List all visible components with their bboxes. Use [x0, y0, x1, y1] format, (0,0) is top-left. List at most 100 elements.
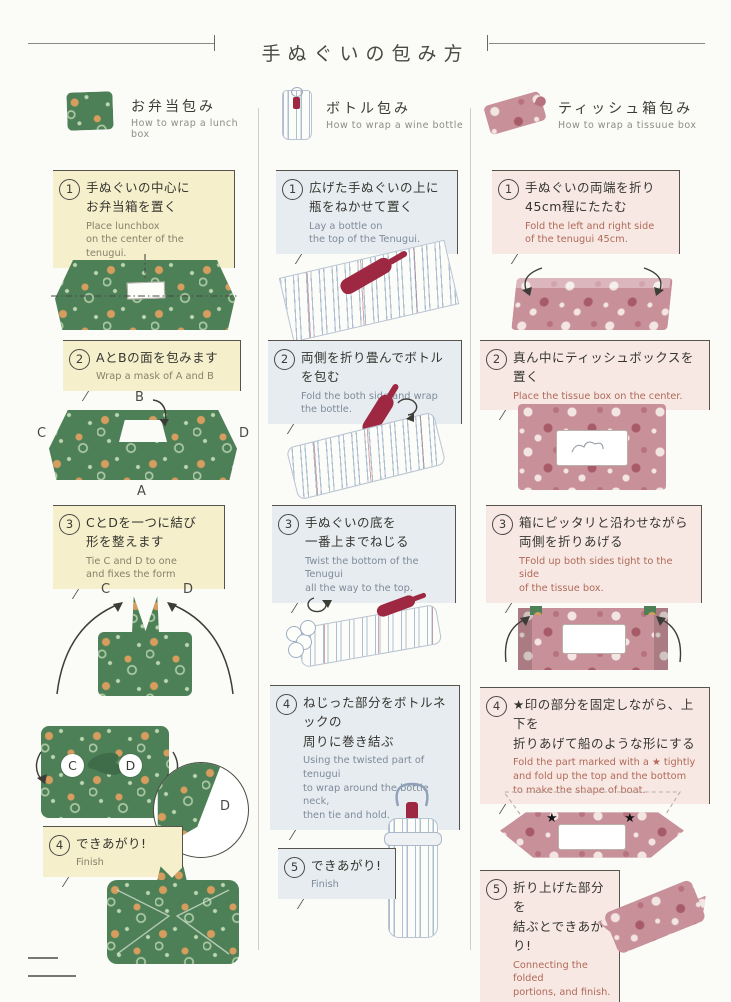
illustration-folded-cloth	[498, 260, 688, 338]
scan-mark	[28, 975, 76, 977]
tissue-box	[556, 430, 628, 466]
step-box: 4 ★印の部分を固定しながら、上下を 折りあげて船のような形にする Fold t…	[480, 687, 710, 805]
wrapped-box	[107, 880, 239, 964]
step-number: 4	[486, 696, 507, 717]
step-box: 3 手ぬぐいの底を 一番上までねじる Twist the bottom of t…	[272, 505, 456, 603]
step-text-en: Fold the left and right side of the tenu…	[525, 220, 655, 246]
curved-arrow-icon	[504, 616, 682, 663]
step-text-en: Using the twisted part of tenugui to wra…	[303, 755, 429, 821]
step-text-jp: 箱にピッタリと沿わせながら 両側を折りあげる	[519, 515, 689, 550]
illustration-finished-tissue-box	[606, 872, 710, 968]
tissue-box	[562, 624, 626, 654]
step-number: 2	[69, 349, 90, 370]
step-number: 5	[284, 857, 305, 878]
corner-accent	[644, 606, 656, 615]
step-box: 1 手ぬぐいの両端を折り 45cm程にたたむ Fold the left and…	[492, 170, 680, 255]
column-bottle: ボトル包み How to wrap a wine bottle 1 広げた手ぬぐ…	[268, 87, 464, 972]
step-number: 1	[59, 179, 80, 200]
tenugui-cloth	[278, 239, 460, 343]
step-text-jp: ねじった部分をボトルネックの 周りに巻き結ぶ	[303, 695, 447, 749]
step-number: 3	[492, 514, 513, 535]
fold-lines-icon	[116, 889, 230, 955]
step-number: 1	[282, 179, 303, 200]
title-tick-right	[487, 35, 488, 51]
step-text-en: Twist the bottom of the Tenugui all the …	[305, 555, 419, 595]
wrapped-box	[603, 878, 707, 955]
label-d: D	[119, 754, 142, 777]
unfolded-flap-outline-icon	[502, 791, 682, 815]
step-text-jp: できあがり!	[76, 836, 147, 851]
step-box: 4 ねじった部分をボトルネックの 周りに巻き結ぶ Using the twist…	[270, 685, 460, 830]
illustration-sides-folded	[500, 596, 685, 682]
step-number: 2	[274, 349, 295, 370]
handle-loop-icon	[395, 782, 429, 807]
label-d: D	[183, 582, 194, 597]
step-text-jp: 手ぬぐいの中心に お弁当箱を置く	[86, 180, 191, 215]
curved-arrow-icon	[152, 399, 169, 427]
bottle-icon	[282, 87, 312, 140]
label-b: B	[135, 390, 144, 405]
illustration-tissue-on-cloth	[510, 396, 675, 500]
scan-mark	[28, 957, 58, 959]
tenugui-cloth	[518, 404, 666, 490]
step-text-jp: 両側を折り畳んでボトルを包む	[301, 350, 444, 385]
column-title: お弁当包み	[131, 99, 216, 115]
step-box: 1 手ぬぐいの中心に お弁当箱を置く Place lunchbox on the…	[53, 170, 235, 268]
step-number: 4	[276, 694, 297, 715]
step-text-en: Finish	[311, 879, 339, 891]
step-number: 4	[49, 835, 70, 856]
step-text-jp: 折り上げた部分を 結ぶとできあがり!	[513, 880, 605, 954]
twist-arrow-icon	[397, 398, 418, 422]
step-text-jp: ★印の部分を固定しながら、上下を 折りあげて船のような形にする	[513, 697, 696, 751]
step-box: 2 両側を折り畳んでボトルを包む Fold the both side and …	[268, 340, 462, 425]
label-c: C	[61, 754, 84, 777]
label-a: A	[137, 484, 146, 499]
illustration-twisted-cloth	[280, 582, 452, 682]
column-subtitle: How to wrap a wine bottle	[326, 120, 464, 131]
step-number: 2	[486, 349, 507, 370]
column-divider-2	[470, 108, 471, 950]
star-marker: ★	[546, 811, 558, 826]
step-text-jp: 広げた手ぬぐいの上に 瓶をねかせて置く	[309, 180, 440, 215]
illustration-boat-fold: ★ ★	[490, 786, 695, 868]
step-number: 3	[59, 514, 80, 535]
folded-side	[654, 608, 668, 670]
step-box: 3 箱にピッタリと沿わせながら 両側を折りあげる TFold up both s…	[486, 505, 702, 603]
step-text-jp: 手ぬぐいの両端を折り 45cm程にたたむ	[525, 180, 656, 215]
illustration-finished-bottle	[364, 780, 460, 960]
bottle-cap	[406, 802, 418, 820]
step-box: 5 折り上げた部分を 結ぶとできあがり! Connecting the fold…	[480, 870, 620, 1002]
page-title: 手ぬぐいの包み方	[261, 42, 470, 65]
tissue-box	[558, 824, 626, 850]
step-box: 3 CとDを一つに結び 形を整えます Tie C and D to one an…	[53, 505, 225, 590]
step-box: 2 真ん中にティッシュボックスを置く Place the tissue box …	[480, 340, 710, 411]
step-number: 3	[278, 514, 299, 535]
step-text-jp: できあがり!	[311, 858, 382, 873]
label-c: C	[37, 426, 47, 441]
column-subtitle: How to wrap a tissuue box	[558, 120, 697, 131]
illustration-folded-bundle	[280, 382, 452, 501]
step-text-en: Place the tissue box on the center.	[513, 390, 683, 402]
step-text-jp: CとDを一つに結び 形を整えます	[86, 515, 197, 550]
illustration-knot-detail: C D D	[35, 712, 255, 860]
step-text-jp: 手ぬぐいの底を 一番上までねじる	[305, 515, 410, 550]
star-marker: ★	[624, 811, 636, 826]
illustration-tie-cd-up: C D	[43, 582, 245, 706]
step-text-en: Wrap a mask of A and B	[96, 371, 214, 383]
column-subtitle: How to wrap a lunch box	[131, 118, 239, 140]
step-box: 4 できあがり! Finish	[43, 826, 183, 878]
title-rule-right	[489, 43, 705, 44]
illustration-spread-cloth	[47, 252, 243, 338]
lunchbox-icon	[66, 91, 114, 131]
step-box: 5 できあがり! Finish	[278, 848, 396, 900]
lunchbox-opening	[119, 420, 167, 442]
folded-side	[518, 608, 532, 670]
corner-accent	[530, 606, 542, 615]
step-box: 1 広げた手ぬぐいの上に 瓶をねかせて置く Lay a bottle on th…	[276, 170, 458, 255]
label-c: C	[101, 582, 111, 597]
step-text-jp: AとBの面を包みます	[96, 350, 219, 365]
step-text-en: TFold up both sides tight to the side of…	[519, 555, 673, 595]
step-text-en: Finish	[76, 857, 104, 869]
boat-wrap	[500, 812, 684, 858]
label-d: D	[220, 799, 231, 814]
